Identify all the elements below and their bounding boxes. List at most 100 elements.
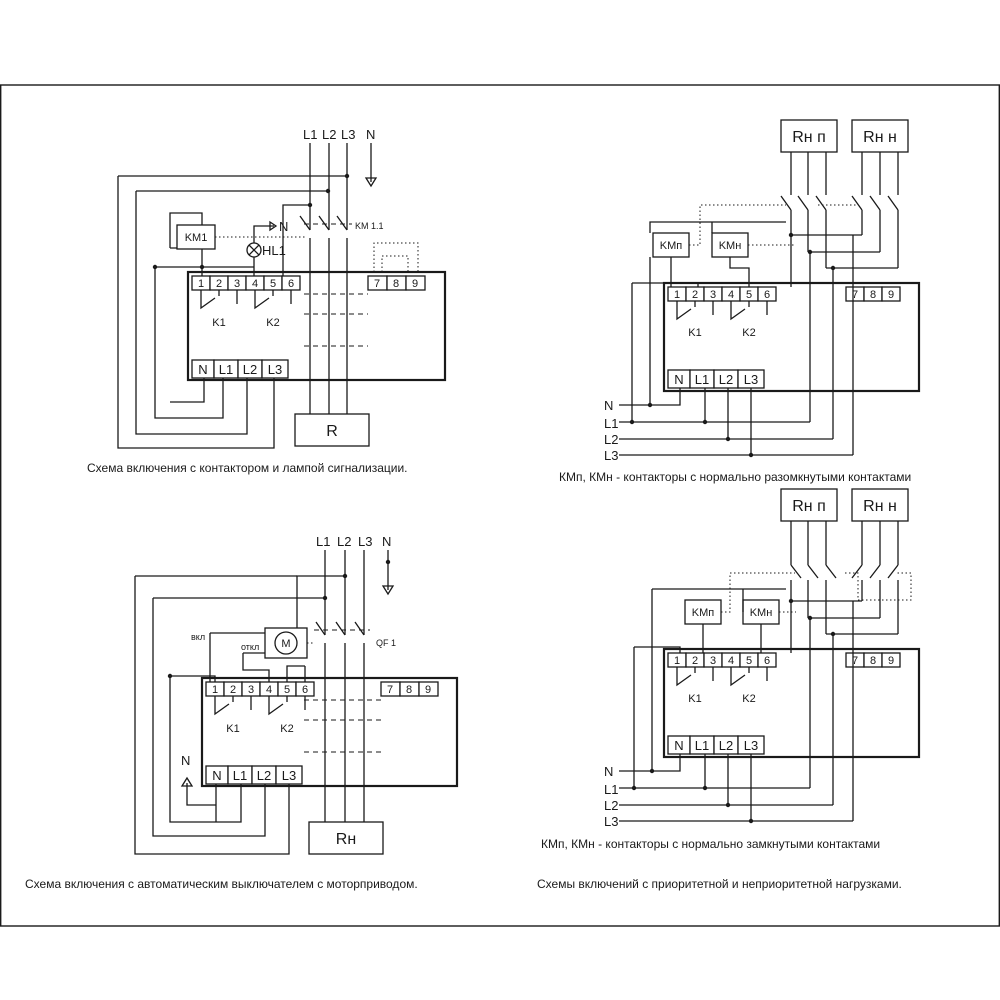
coil-control-link	[215, 236, 419, 272]
line-label-l2: L2	[337, 534, 351, 549]
terminal-4: 4	[266, 684, 272, 696]
line-label-n: N	[366, 127, 375, 142]
coil-label: KM1	[185, 232, 208, 244]
relay-terminals-right: 7 8 9	[367, 275, 426, 291]
line-label-l1: L1	[303, 127, 317, 142]
coil-kmp: KMп	[684, 599, 722, 625]
relay-contacts: K1 K2	[200, 290, 292, 329]
lamp-label: HL1	[262, 243, 286, 258]
load-nonpriority-label: Rн н	[863, 129, 897, 146]
contact-k1: K1	[212, 317, 225, 329]
lamp-neutral-label: N	[279, 219, 288, 234]
side-line-l2: L2	[604, 432, 618, 447]
terminal-6: 6	[288, 278, 294, 290]
coil-kmn: KMн	[711, 232, 749, 258]
terminal-8: 8	[393, 278, 399, 290]
load-priority-label: Rн п	[792, 498, 826, 515]
relay-terminals-right: 7 8 9	[845, 286, 901, 302]
diagram-contactor-lamp: 1 2 3 4 5 6 7 8 9 K1 K2 N L1 L2 L3	[87, 127, 447, 475]
terminal-3: 3	[710, 655, 716, 667]
control-wiring	[134, 575, 325, 855]
terminal-4: 4	[728, 289, 734, 301]
side-line-l1: L1	[604, 782, 618, 797]
control-wiring	[631, 221, 786, 422]
power-contacts	[790, 521, 899, 821]
relay-terminals-top: 1 2 3 4 5 6	[191, 275, 301, 291]
terminal-1: 1	[674, 289, 680, 301]
load-nonpriority: Rн н	[851, 488, 909, 522]
relay-terminals-top: 1 2 3 4 5 6	[205, 681, 315, 697]
terminal-7: 7	[852, 289, 858, 301]
diagram-no-contactors: 1 2 3 4 5 6 7 8 9 K1 K2 N L1 L2 L3	[559, 119, 921, 484]
relay-contacts: K1 K2	[214, 696, 306, 735]
diagram-motor-breaker: 1 2 3 4 5 6 7 8 9 K1 K2 N L1 L2 L3	[25, 534, 459, 891]
terminal-8: 8	[406, 684, 412, 696]
coil-kmp: KMп	[652, 232, 690, 258]
terminal-7: 7	[387, 684, 393, 696]
terminal-4: 4	[728, 655, 734, 667]
relay-terminals-bottom: N L1 L2 L3	[205, 765, 303, 785]
control-wiring	[117, 175, 347, 449]
load-label: Rн	[336, 831, 356, 848]
neutral-label: N	[181, 753, 190, 768]
line-label-l3: L3	[358, 534, 372, 549]
side-line-l3: L3	[604, 448, 618, 463]
coil-kmp-label: KMп	[660, 240, 683, 252]
terminal-9: 9	[888, 655, 894, 667]
sheet-frame	[0, 84, 1000, 927]
motor-label: M	[281, 638, 290, 650]
load-rn: Rн	[308, 821, 384, 855]
relay-contacts: K1 K2	[676, 667, 768, 705]
relay-terminals-top: 1 2 3 4 5 6	[667, 652, 777, 668]
breaker-label: QF 1	[376, 638, 396, 648]
contact-k1: K1	[688, 327, 701, 339]
off-label: откл	[241, 642, 259, 652]
terminal-3: 3	[248, 684, 254, 696]
terminal-l3: L3	[744, 738, 758, 753]
terminal-6: 6	[764, 289, 770, 301]
load-label: R	[326, 423, 338, 440]
coil-kmp-label: KMп	[692, 607, 715, 619]
contact-k1: K1	[226, 723, 239, 735]
relay-terminals-bottom: N L1 L2 L3	[667, 735, 765, 755]
terminal-l2: L2	[243, 362, 257, 377]
motor-drive: M вкл откл	[191, 575, 345, 682]
caption: КМп, КМн - контакторы с нормально разомк…	[559, 470, 911, 484]
load-priority: Rн п	[780, 119, 838, 153]
terminal-1: 1	[198, 278, 204, 290]
contact-k2: K2	[266, 317, 279, 329]
terminal-5: 5	[746, 655, 752, 667]
caption: Схема включения с автоматическим выключа…	[25, 877, 418, 891]
relay-terminals-right: 7 8 9	[845, 652, 901, 668]
junctions	[629, 232, 836, 458]
load-nonpriority: Rн н	[851, 119, 909, 153]
breaker-link	[304, 629, 381, 753]
junctions	[631, 598, 836, 824]
line-label-l1: L1	[316, 534, 330, 549]
coil-links	[689, 204, 856, 246]
terminal-9: 9	[412, 278, 418, 290]
coil-kmn: KMн	[742, 599, 780, 625]
relay-terminals-bottom: N L1 L2 L3	[191, 359, 289, 379]
terminal-n: N	[198, 362, 207, 377]
side-line-n: N	[604, 398, 613, 413]
load-priority-label: Rн п	[792, 129, 826, 146]
line-label-n: N	[382, 534, 391, 549]
terminal-5: 5	[284, 684, 290, 696]
line-label-l2: L2	[322, 127, 336, 142]
terminal-4: 4	[252, 278, 258, 290]
signal-lamp: HL1 N	[246, 219, 288, 258]
terminal-5: 5	[270, 278, 276, 290]
control-wiring	[633, 588, 786, 788]
coil-kmn-label: KMн	[719, 240, 742, 252]
terminal-n: N	[212, 768, 221, 783]
terminal-5: 5	[746, 289, 752, 301]
diagram-nc-contactors: 1 2 3 4 5 6 7 8 9 K1 K2 N L1 L2 L3	[541, 488, 921, 851]
contact-k1: K1	[688, 693, 701, 705]
relay-terminals-bottom: N L1 L2 L3	[667, 369, 765, 389]
contact-k2: K2	[280, 723, 293, 735]
caption: КМп, КМн - контакторы с нормально замкну…	[541, 837, 880, 851]
side-line-l3: L3	[604, 814, 618, 829]
relay-terminals-top: 1 2 3 4 5 6	[667, 286, 777, 302]
